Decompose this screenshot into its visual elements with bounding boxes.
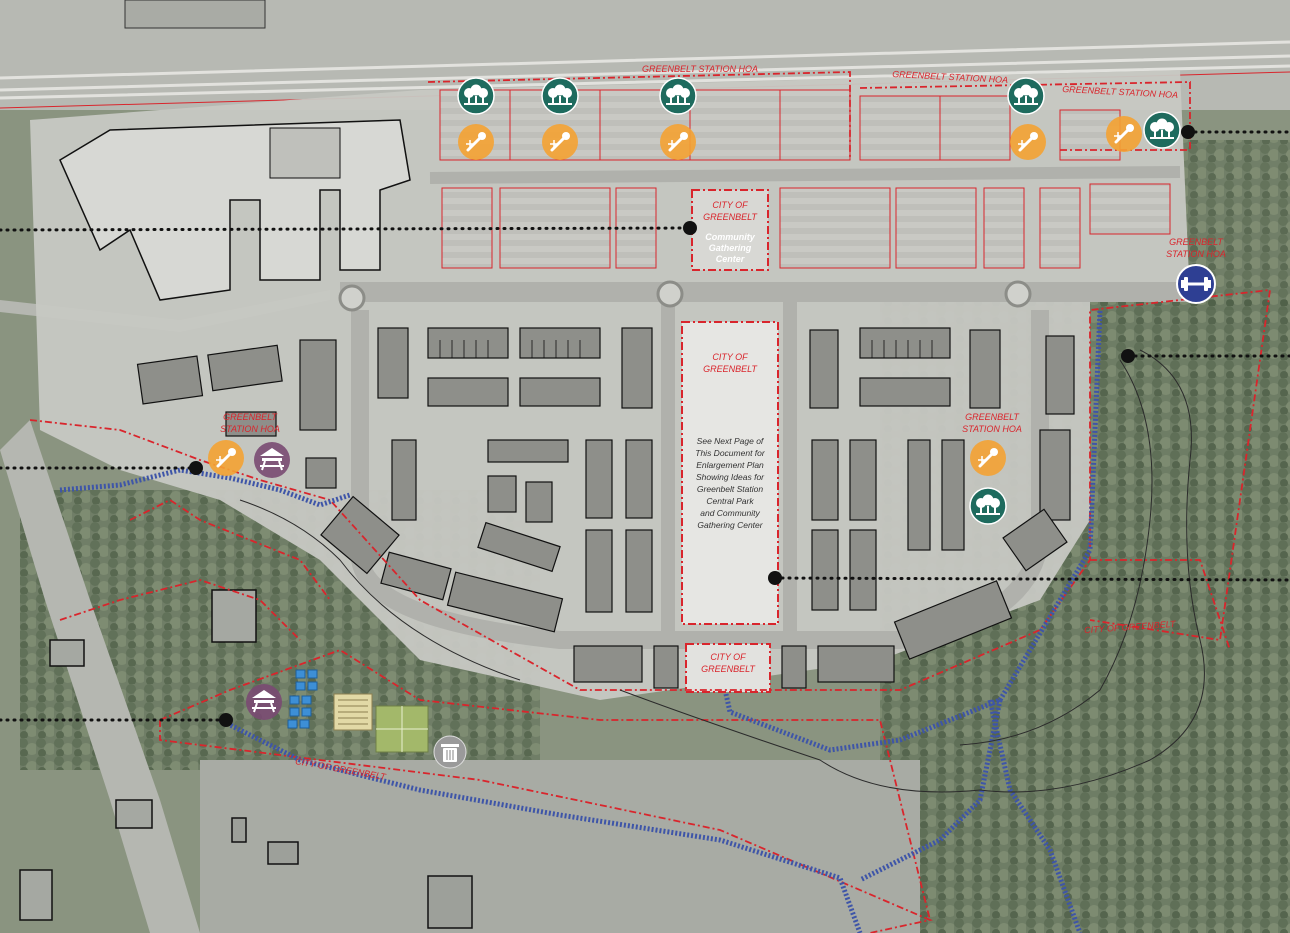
west-bldg-2 bbox=[115, 799, 153, 829]
yard-building-2 bbox=[267, 841, 299, 865]
dumbbell-icon bbox=[1176, 264, 1216, 304]
yard-building-1 bbox=[427, 875, 473, 929]
lot-lines bbox=[439, 340, 933, 358]
city-label-top-1: CITY OF bbox=[712, 200, 748, 210]
note-line: and Community bbox=[700, 508, 760, 518]
community-center-label-1: Community bbox=[705, 232, 755, 242]
note-line: Central Park bbox=[706, 496, 754, 506]
contour-lines bbox=[239, 349, 1205, 793]
industrial-yard bbox=[200, 760, 920, 933]
note-line: See Next Page of bbox=[697, 436, 765, 446]
field-lines bbox=[376, 706, 428, 752]
tree-cluster-icon bbox=[1143, 111, 1181, 149]
picnic-table-icon bbox=[246, 684, 282, 720]
hoa-label-east-1: GREENBELT bbox=[965, 412, 1020, 422]
yard-building-3 bbox=[231, 817, 247, 843]
city-label-park-2: GREENBELT bbox=[703, 364, 758, 374]
hoa-label-west-1: GREENBELT bbox=[223, 412, 278, 422]
tree-cluster-icon bbox=[659, 77, 697, 115]
main-street-loop bbox=[351, 310, 1049, 649]
note-line: Enlargement Plan bbox=[696, 460, 764, 470]
city-label-south-2: GREENBELT bbox=[701, 664, 756, 674]
community-center-label-3: Center bbox=[716, 254, 745, 264]
garden-beds bbox=[338, 699, 368, 725]
tree-cluster-icon bbox=[457, 77, 495, 115]
gathering-plaza-icon bbox=[1106, 116, 1142, 152]
note-line: Showing Ideas for bbox=[696, 472, 765, 482]
city-label-top-2: GREENBELT bbox=[703, 212, 758, 222]
solar-panels bbox=[287, 669, 318, 729]
roundabout-center bbox=[656, 280, 684, 308]
city-label-park-1: CITY OF bbox=[712, 352, 748, 362]
note-line: Greenbelt Station bbox=[697, 484, 763, 494]
hoa-label-east-2: STATION HOA bbox=[962, 424, 1022, 434]
gathering-plaza-icon bbox=[458, 124, 494, 160]
hoa-label-top-1: GREENBELT STATION HOA bbox=[642, 64, 758, 74]
leader-lines bbox=[0, 130, 1290, 722]
tree-cluster-icon bbox=[1007, 77, 1045, 115]
hoa-label-right-2: STATION HOA bbox=[1166, 249, 1226, 259]
highway-lanes bbox=[0, 40, 1290, 100]
community-center-parcel bbox=[691, 189, 769, 271]
trash-can-icon bbox=[433, 735, 467, 769]
main-street-north bbox=[340, 282, 1190, 302]
south-city-parcel bbox=[685, 643, 771, 693]
central-park-parcel bbox=[681, 321, 779, 625]
gathering-plaza-icon bbox=[1010, 124, 1046, 160]
roundabout-east bbox=[1004, 280, 1032, 308]
picnic-table-icon bbox=[254, 442, 290, 478]
gathering-plaza-icon bbox=[970, 440, 1006, 476]
mid-street-north bbox=[429, 166, 1181, 184]
gathering-plaza-icon bbox=[542, 124, 578, 160]
yard-building-4 bbox=[211, 589, 257, 643]
roundabout-west bbox=[338, 284, 366, 312]
note-line: Gathering Center bbox=[697, 520, 763, 530]
hoa-label-right-1: GREENBELT bbox=[1169, 237, 1224, 247]
west-bldg-3 bbox=[19, 869, 53, 921]
city-label-south-1: CITY OF bbox=[710, 652, 746, 662]
community-center-label-2: Gathering bbox=[709, 243, 752, 253]
tree-cluster-icon bbox=[969, 487, 1007, 525]
gathering-plaza-icon bbox=[208, 440, 244, 476]
note-line: This Document for bbox=[695, 448, 766, 458]
west-bldg-1 bbox=[49, 639, 85, 667]
gathering-plaza-icon bbox=[660, 124, 696, 160]
apartment-roof bbox=[269, 127, 341, 179]
enlargement-note: See Next Page of This Document for Enlar… bbox=[695, 436, 766, 530]
leader-dots bbox=[189, 125, 1195, 727]
tree-cluster-icon bbox=[541, 77, 579, 115]
hoa-label-west-2: STATION HOA bbox=[220, 424, 280, 434]
nature-trail bbox=[59, 309, 1103, 933]
north-building bbox=[124, 0, 266, 29]
